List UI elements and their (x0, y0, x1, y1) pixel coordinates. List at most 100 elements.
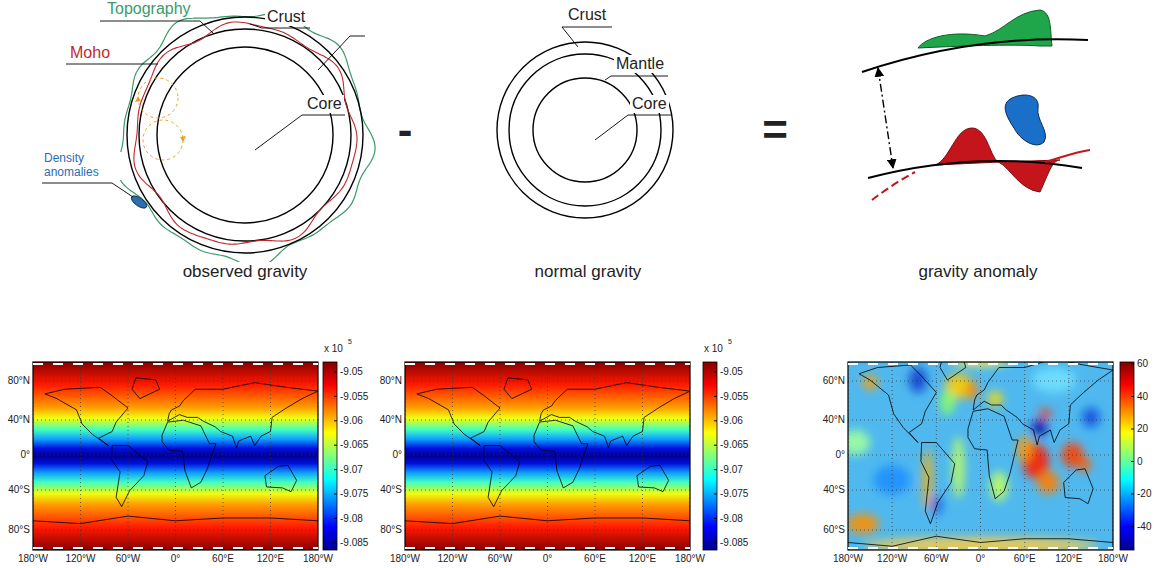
convection-arrow (135, 96, 186, 142)
coastline (483, 446, 519, 507)
latitude-label: 60°S (823, 524, 845, 536)
leader-line (562, 27, 612, 47)
anomaly-blob (1032, 368, 1076, 393)
colorbar-tick-label: -9.075 (340, 488, 368, 500)
colorbar-tick (334, 542, 337, 543)
colorbar-tick-label: -40 (1137, 521, 1151, 533)
colorbar-tick-label: -9.07 (340, 464, 363, 476)
latitude-label: 80°N (380, 375, 402, 387)
longitude-label: 120°W (65, 553, 95, 565)
longitude-label: 60°E (584, 553, 606, 565)
colorbar-tick (1131, 494, 1134, 495)
colorbar-tick (714, 542, 717, 543)
longitude-label: 180°W (18, 553, 48, 565)
colorbar-tick-label: -9.05 (720, 366, 743, 378)
coastline (1064, 469, 1093, 504)
layer-label: Topography (105, 0, 193, 18)
longitude-label: 120°W (877, 553, 907, 565)
depth-arrow (878, 68, 893, 168)
layer-label: Mantle (614, 55, 666, 73)
longitude-label: 120°W (437, 553, 467, 565)
grid-line (936, 362, 937, 550)
colorbar-tick (334, 420, 337, 421)
layer-label: Crust (566, 6, 608, 24)
gravity-map (33, 362, 337, 550)
figure-group (848, 362, 1100, 550)
anomaly-blob (990, 471, 1008, 501)
layer-circle (139, 29, 351, 241)
latitude-label: 40°N (8, 414, 30, 426)
coastline (859, 365, 936, 443)
frame-dash (405, 547, 690, 549)
colorbar-tick (714, 469, 717, 470)
colorbar (323, 362, 337, 550)
moho-line (134, 22, 357, 244)
grid-line (405, 381, 690, 382)
layer-circle (509, 54, 661, 206)
colorbar-tick-label: -9.055 (720, 391, 748, 403)
layer-label: Core (305, 95, 344, 113)
colorbar-tick (334, 372, 337, 373)
grid-line (128, 362, 129, 550)
coastline (504, 378, 532, 399)
grid-line (33, 381, 318, 382)
longitude-label: 0° (976, 553, 986, 565)
leader-line (605, 76, 668, 80)
colorbar-tick-label: -9.065 (720, 439, 748, 451)
coastline (405, 516, 690, 524)
panel-caption: observed gravity (181, 262, 310, 282)
moho-line (872, 172, 915, 200)
map-field (405, 362, 690, 550)
map-field (33, 362, 318, 550)
grid-line (595, 362, 596, 550)
grid-line (547, 362, 548, 550)
colorbar-tick (334, 494, 337, 495)
longitude-label: 60°W (488, 553, 513, 565)
colorbar-exponent: 5 (728, 338, 732, 346)
coastline (45, 387, 128, 445)
map-frame (33, 362, 318, 550)
latitude-label: 0° (392, 449, 402, 461)
colorbar-tick-label: -9.065 (340, 439, 368, 451)
frame-dash (848, 547, 1113, 549)
colorbar-tick-label: 60 (1137, 358, 1148, 370)
layer-circle (533, 78, 637, 182)
colorbar-tick (714, 494, 717, 495)
longitude-label: 120°E (629, 553, 656, 565)
grid-line (892, 362, 893, 550)
longitude-label: 180°W (1098, 553, 1128, 565)
latitude-label: 40°N (380, 414, 402, 426)
leader-line (595, 115, 672, 140)
anomaly-blob (1079, 458, 1091, 473)
longitude-label: 60°E (212, 553, 234, 565)
map-frame (405, 362, 690, 550)
colorbar (1120, 362, 1134, 550)
normal-earth (497, 27, 673, 218)
grid-line (452, 362, 453, 550)
frame-dash (33, 363, 318, 365)
longitude-label: 180°W (675, 553, 705, 565)
colorbar-tick-label: -9.055 (340, 391, 368, 403)
gravity-map (405, 362, 717, 550)
frame-dash (33, 547, 318, 549)
longitude-label: 0° (171, 553, 181, 565)
longitude-label: 180°W (303, 553, 333, 565)
grid-line (1068, 362, 1069, 550)
figure-group (848, 362, 1113, 550)
longitude-label: 60°W (924, 553, 949, 565)
frame-dash (848, 363, 1113, 365)
colorbar-tick (714, 445, 717, 446)
longitude-label: 120°E (257, 553, 284, 565)
colorbar-tick (1131, 364, 1134, 365)
colorbar-tick-label: -20 (1137, 488, 1151, 500)
observed-earth (42, 12, 375, 267)
coastline (637, 465, 669, 491)
colorbar-tick-label: 40 (1137, 391, 1148, 403)
colorbar-tick-label: -9.085 (720, 537, 748, 549)
leader-line (100, 21, 214, 34)
grid-line (980, 362, 981, 550)
grid-line (500, 362, 501, 550)
layer-label: Density anomalies (42, 152, 124, 180)
leader-line (42, 183, 133, 197)
